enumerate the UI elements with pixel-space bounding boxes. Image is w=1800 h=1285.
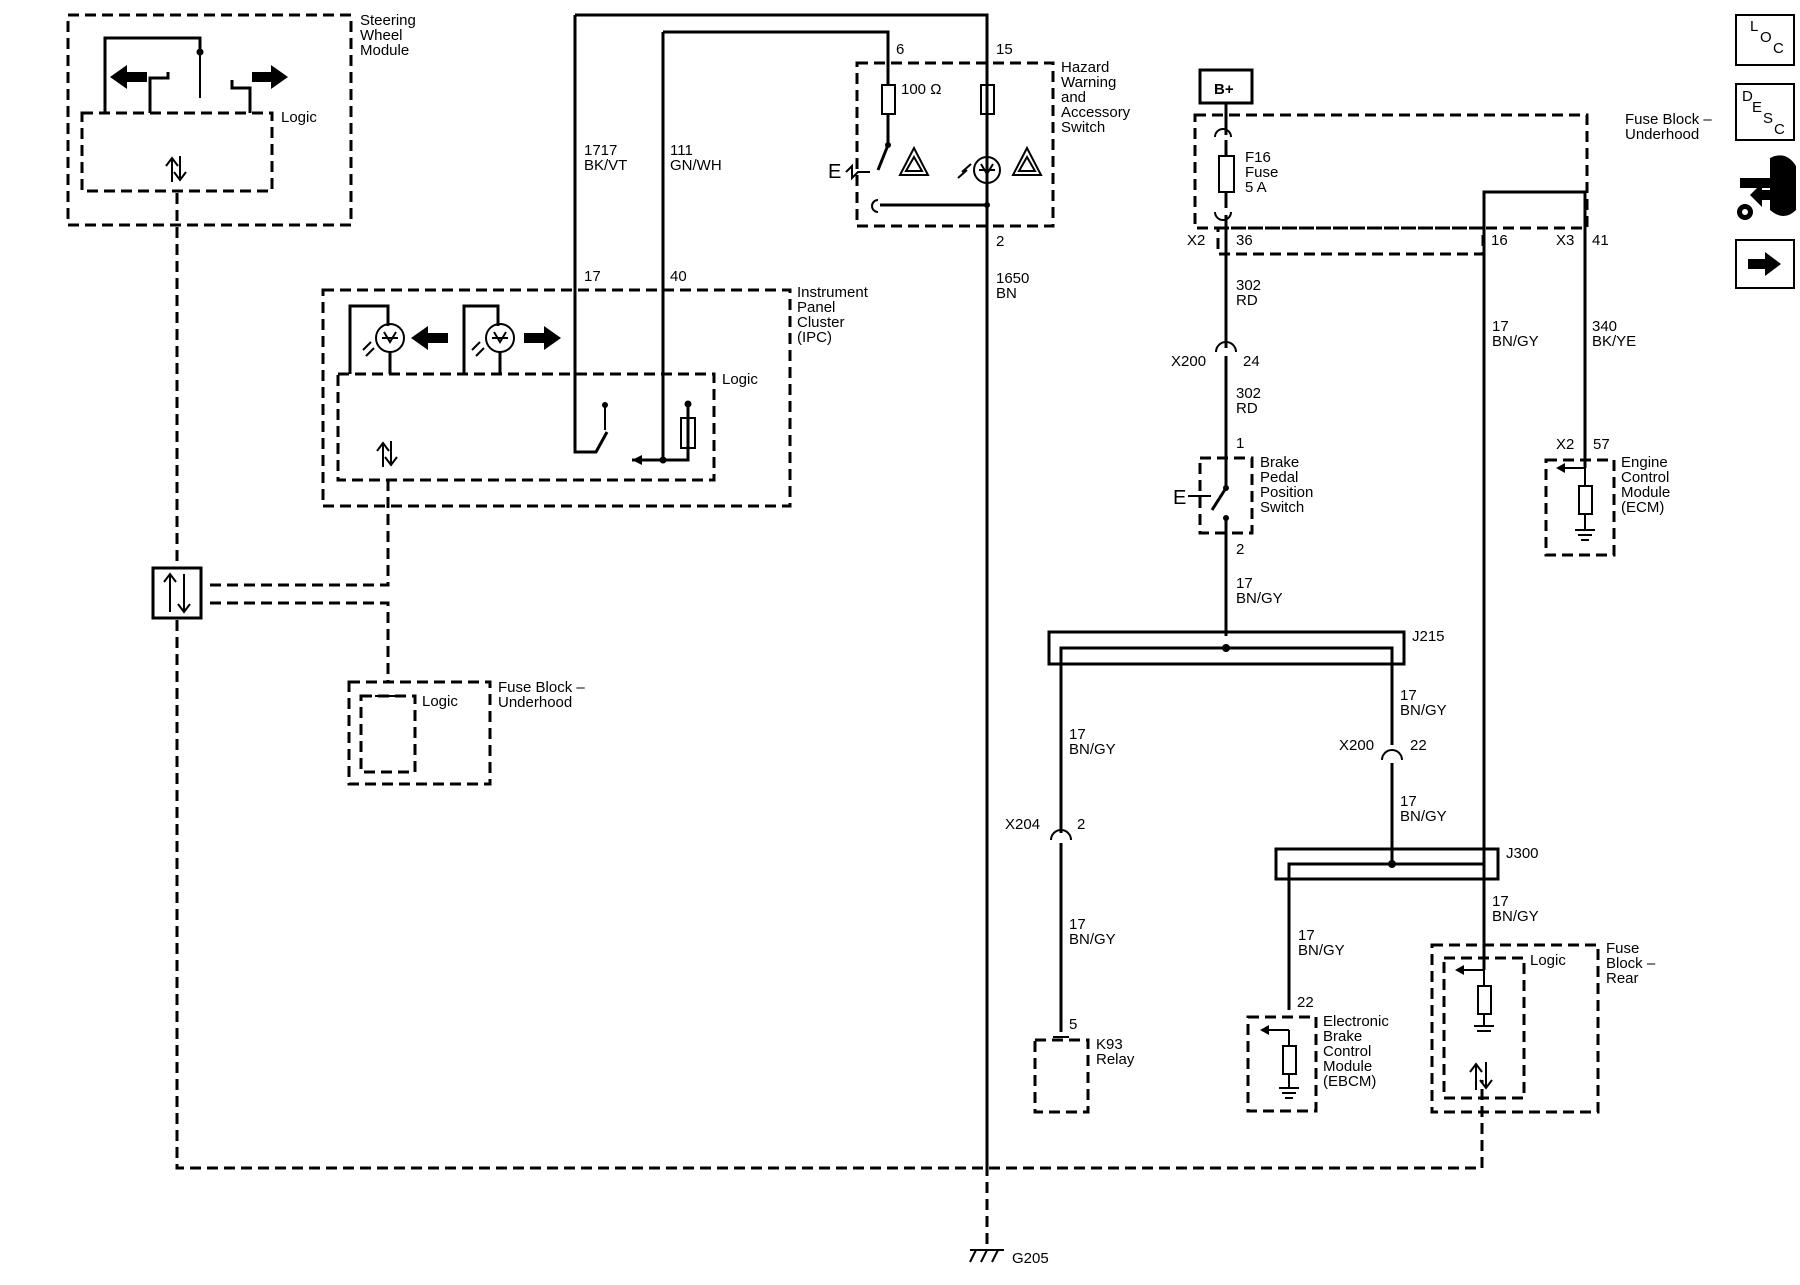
pin-22-ebcm: 22: [1297, 994, 1314, 1011]
splice-j215-label: J215: [1412, 628, 1445, 645]
hazard-triangle-icon: [1011, 145, 1043, 176]
brake-e-label: E: [1173, 487, 1186, 509]
loc-letter-l: L: [1750, 18, 1758, 35]
right-arrow-icon: [524, 326, 561, 350]
fuse-block-left-label: Fuse Block –Underhood: [498, 679, 585, 711]
splice-j300-label: J300: [1506, 845, 1539, 862]
connector-x200-b: X200: [1339, 737, 1374, 754]
left-arrow-icon: [110, 65, 147, 89]
connector-wrench-button[interactable]: [1737, 155, 1796, 220]
data-bus-junction-icon: [151, 566, 203, 620]
connector-x2-fuse: X2: [1187, 232, 1205, 249]
serial-data-bus: [151, 193, 1484, 1170]
connector-wrench-icon: [1737, 155, 1796, 220]
fuse-block-left-logic: Logic: [422, 693, 458, 710]
fuse-block-right-label: Fuse Block –Underhood: [1625, 111, 1712, 143]
next-page-button[interactable]: [1735, 239, 1795, 289]
pin-22-x200: 22: [1410, 737, 1427, 754]
pin-17-ipc: 17: [584, 268, 601, 285]
left-arrow-icon: [411, 326, 448, 350]
ground-label: G205: [1012, 1250, 1049, 1267]
desc-letter-s: S: [1763, 110, 1773, 127]
fuse-block-underhood-left: Logic Fuse Block –Underhood: [347, 679, 585, 786]
desc-letter-c: C: [1774, 121, 1785, 138]
ipc-logic-label: Logic: [722, 371, 758, 388]
pin-2-x204: 2: [1077, 816, 1085, 833]
loc-letter-c: C: [1773, 40, 1784, 57]
fuse-block-rear-logic: Logic: [1530, 952, 1566, 969]
connector-x3-fuse: X3: [1556, 232, 1574, 249]
pin-36: 36: [1236, 232, 1253, 249]
connector-x200-a: X200: [1171, 353, 1206, 370]
pin-16: 16: [1491, 232, 1508, 249]
pin-15: 15: [996, 41, 1013, 58]
pin-1-brake: 1: [1236, 435, 1244, 452]
pin-5-relay: 5: [1069, 1016, 1077, 1033]
ground-g205: G205: [969, 1165, 1049, 1267]
loc-button[interactable]: L O C: [1735, 14, 1795, 66]
logic-label: Logic: [281, 109, 317, 126]
ev-actuator-label: E: [828, 161, 841, 183]
right-arrow-icon: [1748, 252, 1781, 276]
desc-button[interactable]: D E S C: [1735, 83, 1795, 141]
resistor-value: 100 Ω: [901, 81, 941, 98]
pin-6: 6: [896, 41, 904, 58]
right-arrow-icon: [252, 65, 288, 89]
pin-2-brake: 2: [1236, 541, 1244, 558]
pin-2-hazard: 2: [996, 233, 1004, 250]
pin-41: 41: [1592, 232, 1609, 249]
battery-label: B+: [1214, 81, 1234, 98]
pin-24: 24: [1243, 353, 1260, 370]
connector-x204: X204: [1005, 816, 1040, 833]
desc-letter-e: E: [1752, 99, 1762, 116]
hazard-triangle-icon: [898, 145, 930, 176]
desc-letter-d: D: [1742, 88, 1753, 105]
loc-letter-o: O: [1760, 29, 1772, 46]
connector-x2-ecm: X2: [1556, 436, 1574, 453]
pin-40-ipc: 40: [670, 268, 687, 285]
pin-57: 57: [1593, 436, 1610, 453]
